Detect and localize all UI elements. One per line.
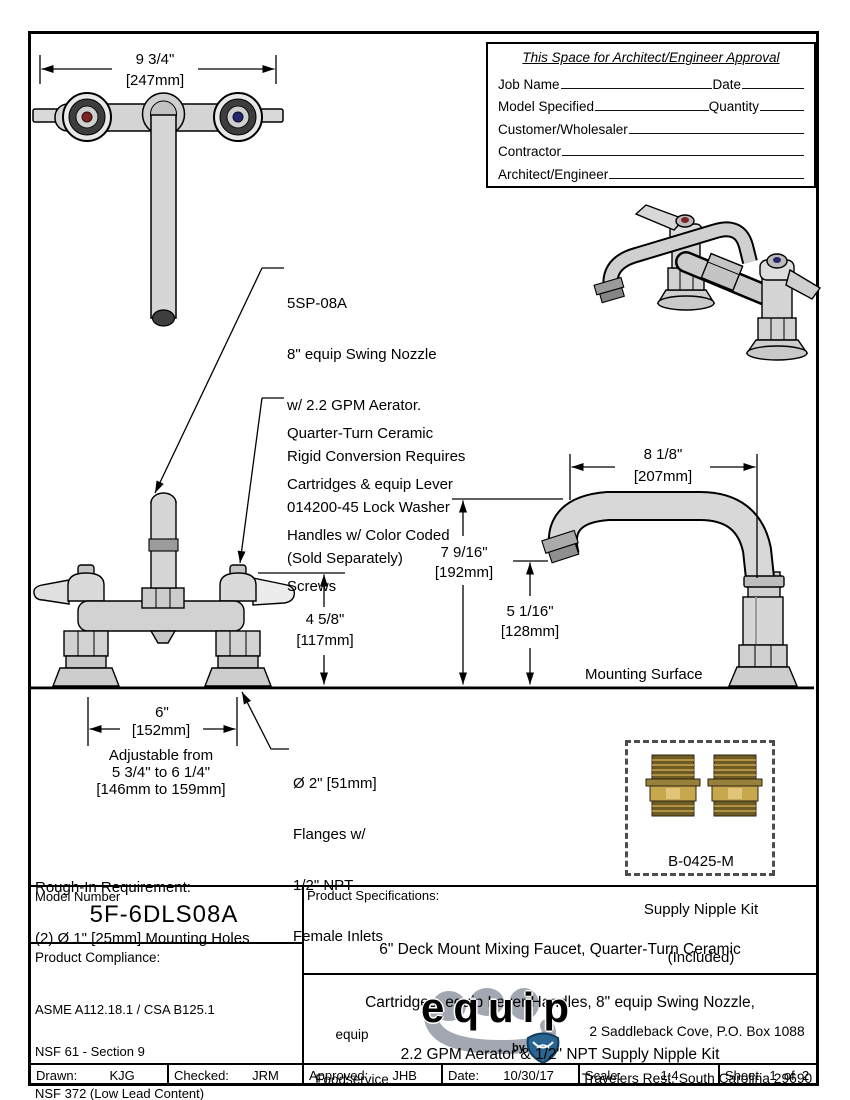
logo-by-label: by: [512, 1042, 525, 1054]
top-view-drawing: [32, 92, 284, 327]
approval-row-customer: Customer/Wholesaler: [498, 114, 804, 137]
dim-reach-in: 8 1/8": [643, 446, 683, 463]
model-number-label: Model Number: [35, 889, 121, 904]
equip-logo-wordmark: equip: [421, 984, 578, 1031]
flange-callout: Ø 2" [51mm] Flanges w/ 1/2" NPT Female I…: [293, 775, 384, 945]
quantity-blank: [760, 109, 804, 112]
compliance-list: ASME A112.18.1 / CSA B125.1 NSF 61 - Sec…: [35, 1002, 215, 1100]
approval-row-architect: Architect/Engineer: [498, 159, 804, 182]
titleblock-vertical-rule: [302, 885, 304, 1065]
titleblock-top-rule: [31, 885, 816, 887]
dim-centers-note-1: Adjustable from: [108, 747, 214, 764]
date-blank: [742, 87, 804, 89]
dim-body-height-mm: [117mm]: [296, 632, 354, 649]
cartridge-callout: Quarter-Turn Ceramic Cartridges & equip …: [287, 425, 453, 595]
contractor-label: Contractor: [498, 144, 562, 160]
architect-label: Architect/Engineer: [498, 166, 609, 182]
rough-in-note: Rough-In Requirement: (2) Ø 1" [25mm] Mo…: [35, 879, 250, 947]
ts-shield-logo: [526, 1032, 560, 1065]
job-name-blank: [560, 87, 713, 89]
dim-centers-mm: [152mm]: [128, 722, 194, 739]
footer-date: Date: 10/30/17: [441, 1065, 578, 1085]
footer-sheet: Sheet: 1 of 2: [718, 1065, 816, 1085]
footer-checked: Checked: JRM: [167, 1065, 302, 1085]
specs-text: 6" Deck Mount Mixing Faucet, Quarter-Tur…: [365, 941, 755, 1063]
nipple-kit-box: [625, 740, 775, 876]
nipple-kit-caption: B-0425-M Supply Nipple Kit (Included): [643, 853, 759, 966]
customer-blank: [628, 132, 804, 134]
perspective-view-drawing: [593, 204, 822, 361]
brand-tagline: equip Foodservice Accessories: [315, 1027, 389, 1087]
dim-body-height-in: 4 5/8": [305, 611, 345, 628]
titleblock-right-divider: [302, 973, 816, 975]
dim-reach-mm: [207mm]: [633, 468, 693, 485]
dim-top-width-mm: [247mm]: [125, 72, 185, 89]
approval-box: This Space for Architect/Engineer Approv…: [486, 42, 816, 188]
page-border: [28, 31, 819, 1086]
dim-clearance-in: 5 1/16": [506, 603, 554, 620]
titleblock-left-divider: [31, 942, 302, 944]
drawing-footer: Drawn: KJG Checked: JRM Approved: JHB Da…: [31, 1063, 816, 1085]
front-view-drawing: [33, 492, 296, 687]
model-specified-blank: [595, 109, 709, 112]
model-specified-label: Model Specified: [498, 99, 595, 115]
contractor-blank: [562, 154, 804, 157]
customer-label: Customer/Wholesaler: [498, 121, 628, 137]
job-name-label: Job Name: [498, 76, 560, 92]
dim-top-width-in: 9 3/4": [135, 51, 175, 68]
side-view-drawing: [31, 491, 814, 690]
architect-blank: [609, 177, 804, 179]
dim-centers-note-3: [146mm to 159mm]: [96, 781, 226, 798]
approval-row-contractor: Contractor: [498, 137, 804, 160]
compliance-label: Product Compliance:: [35, 950, 161, 965]
quantity-label: Quantity: [708, 99, 759, 115]
approval-row-model: Model Specified Quantity: [498, 92, 804, 115]
brand-address: 2 Saddleback Cove, P.O. Box 1088 Travele…: [581, 1024, 813, 1086]
supply-nipple-illustrations: [645, 754, 763, 817]
footer-drawn: Drawn: KJG: [36, 1067, 135, 1083]
date-label: Date: [712, 76, 741, 92]
mounting-surface-label: Mounting Surface: [585, 666, 703, 683]
specs-label: Product Specifications:: [307, 888, 440, 903]
dim-height-in: 7 9/16": [440, 544, 488, 561]
footer-approved: Approved: JHB: [302, 1065, 441, 1085]
approval-row-job: Job Name Date: [498, 69, 804, 92]
top-view-dimension-lines: [39, 55, 277, 84]
dim-centers-note-2: 5 3/4" to 6 1/4": [111, 764, 211, 781]
dimension-lines: [87, 267, 758, 750]
footer-scale: Scale: 1:4: [578, 1065, 718, 1085]
dim-centers-in: 6": [155, 704, 169, 721]
dim-clearance-mm: [128mm]: [500, 623, 560, 640]
approval-title: This Space for Architect/Engineer Approv…: [522, 50, 780, 65]
nozzle-callout: 5SP-08A 8" equip Swing Nozzle w/ 2.2 GPM…: [287, 295, 466, 567]
dim-height-mm: [192mm]: [434, 564, 494, 581]
model-number-value: 5F-6DLS08A: [89, 901, 239, 928]
